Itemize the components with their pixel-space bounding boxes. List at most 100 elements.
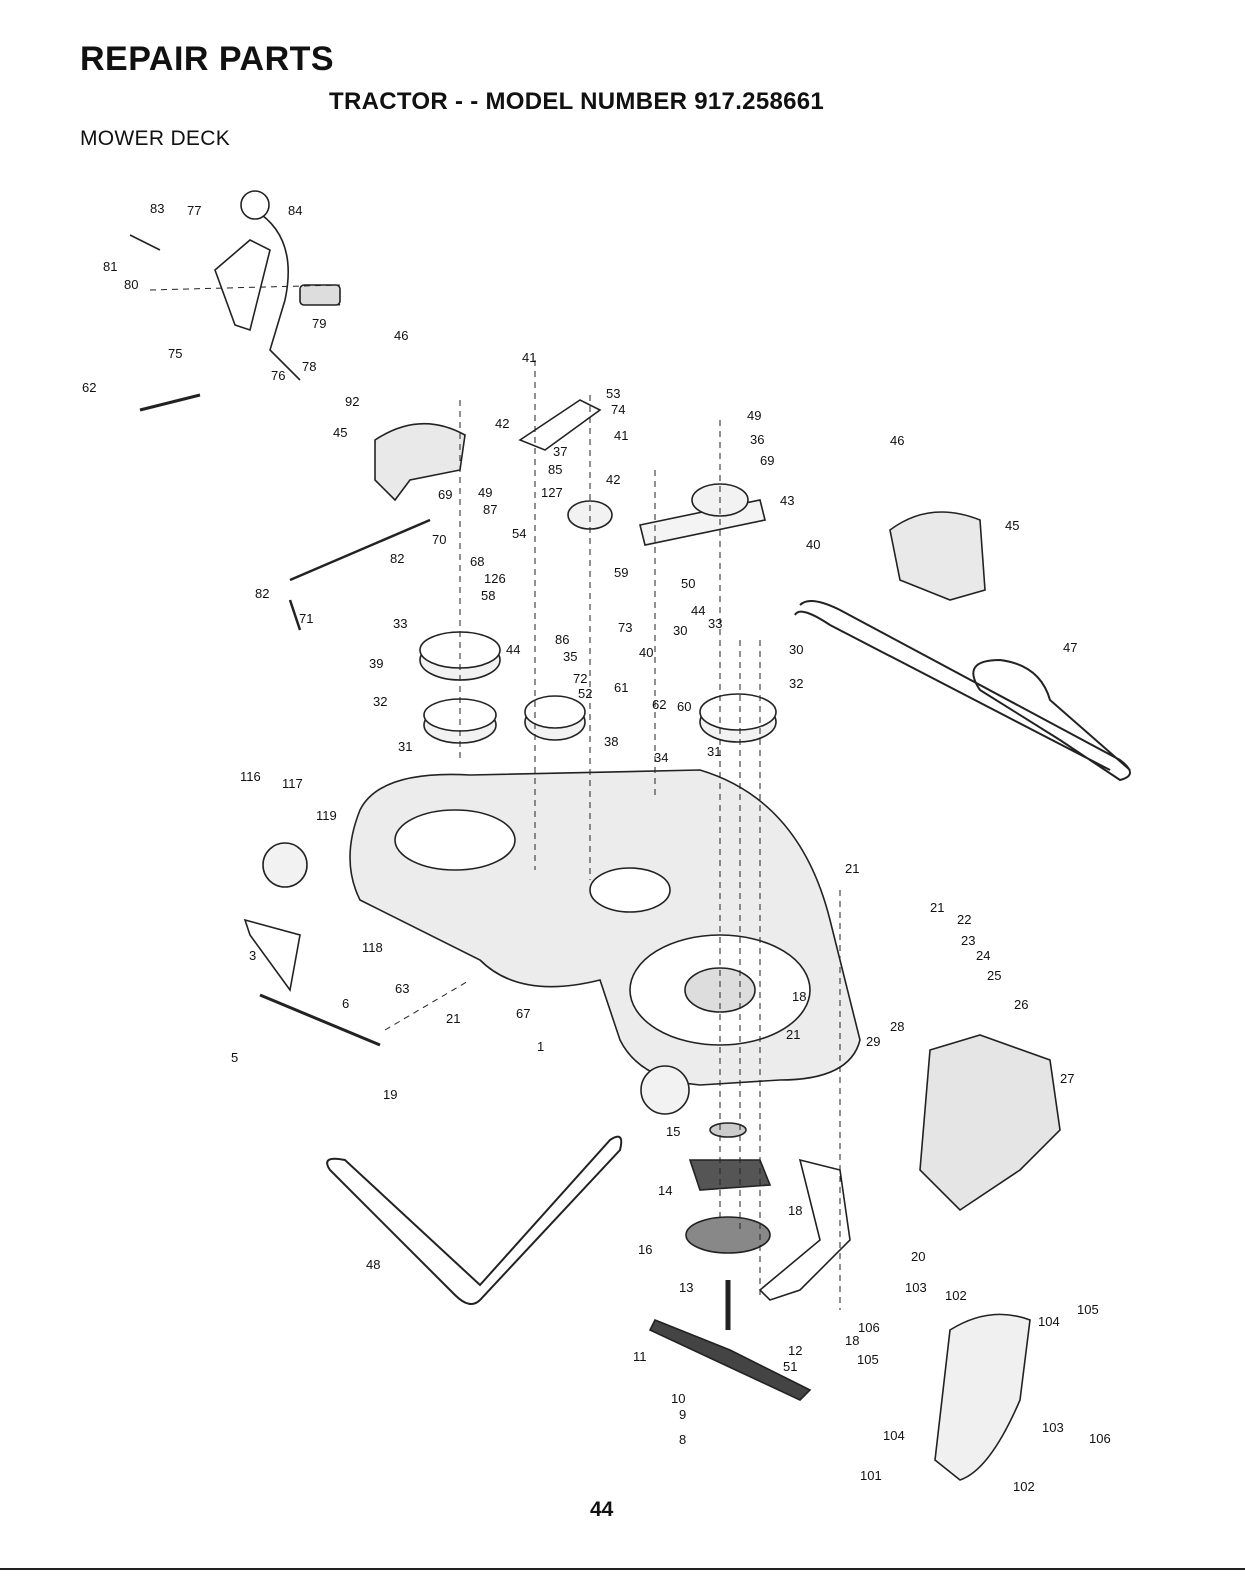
callout-35: 35 (563, 649, 577, 664)
callout-9: 9 (679, 1407, 686, 1422)
callout-126: 126 (484, 571, 506, 586)
callout-24: 24 (976, 948, 990, 963)
callout-127: 127 (541, 485, 563, 500)
bottom-rule (0, 1568, 1245, 1570)
callout-75: 75 (168, 346, 182, 361)
callout-83: 83 (150, 201, 164, 216)
callout-29: 29 (866, 1034, 880, 1049)
callout-60: 60 (677, 699, 691, 714)
callout-102: 102 (1013, 1479, 1035, 1494)
callout-104: 104 (883, 1428, 905, 1443)
callout-74: 74 (611, 402, 625, 417)
callout-20: 20 (911, 1249, 925, 1264)
callout-68: 68 (470, 554, 484, 569)
callout-43: 43 (780, 493, 794, 508)
callout-58: 58 (481, 588, 495, 603)
callout-32: 32 (789, 676, 803, 691)
callout-11: 11 (633, 1349, 647, 1364)
callout-52: 52 (578, 686, 592, 701)
callout-30: 30 (673, 623, 687, 638)
callout-23: 23 (961, 933, 975, 948)
callout-10: 10 (671, 1391, 685, 1406)
callout-21: 21 (446, 1011, 460, 1026)
callout-69: 69 (760, 453, 774, 468)
callout-81: 81 (103, 259, 117, 274)
callout-21: 21 (930, 900, 944, 915)
callout-32: 32 (373, 694, 387, 709)
callout-103: 103 (1042, 1420, 1064, 1435)
callout-26: 26 (1014, 997, 1028, 1012)
callout-79: 79 (312, 316, 326, 331)
callout-63: 63 (395, 981, 409, 996)
callout-69: 69 (438, 487, 452, 502)
callout-103: 103 (905, 1280, 927, 1295)
callout-18: 18 (845, 1333, 859, 1348)
callout-49: 49 (747, 408, 761, 423)
callout-46: 46 (394, 328, 408, 343)
callout-106: 106 (1089, 1431, 1111, 1446)
callout-59: 59 (614, 565, 628, 580)
callout-18: 18 (792, 989, 806, 1004)
callout-40: 40 (639, 645, 653, 660)
callout-77: 77 (187, 203, 201, 218)
callout-46: 46 (890, 433, 904, 448)
callout-73: 73 (618, 620, 632, 635)
callout-13: 13 (679, 1280, 693, 1295)
callout-104: 104 (1038, 1314, 1060, 1329)
callout-87: 87 (483, 502, 497, 517)
callout-62: 62 (652, 697, 666, 712)
callout-105: 105 (1077, 1302, 1099, 1317)
callout-53: 53 (606, 386, 620, 401)
callout-67: 67 (516, 1006, 530, 1021)
callout-5: 5 (231, 1050, 238, 1065)
callout-117: 117 (282, 776, 303, 791)
callout-18: 18 (788, 1203, 802, 1218)
callout-40: 40 (806, 537, 820, 552)
callout-49: 49 (478, 485, 492, 500)
callout-105: 105 (857, 1352, 879, 1367)
callout-119: 119 (316, 808, 337, 823)
callout-16: 16 (638, 1242, 652, 1257)
callout-42: 42 (606, 472, 620, 487)
callout-44: 44 (506, 642, 520, 657)
callout-41: 41 (614, 428, 628, 443)
callout-70: 70 (432, 532, 446, 547)
callout-28: 28 (890, 1019, 904, 1034)
callout-39: 39 (369, 656, 383, 671)
callout-25: 25 (987, 968, 1001, 983)
callout-54: 54 (512, 526, 526, 541)
page-number: 44 (590, 1498, 614, 1521)
callout-21: 21 (845, 861, 859, 876)
callout-31: 31 (398, 739, 412, 754)
callout-19: 19 (383, 1087, 397, 1102)
callout-80: 80 (124, 277, 138, 292)
callout-61: 61 (614, 680, 628, 695)
callout-78: 78 (302, 359, 316, 374)
callout-62: 62 (82, 380, 96, 395)
callout-33: 33 (393, 616, 407, 631)
callout-50: 50 (681, 576, 695, 591)
callout-47: 47 (1063, 640, 1077, 655)
callout-38: 38 (604, 734, 618, 749)
callout-44: 44 (691, 603, 705, 618)
callout-45: 45 (333, 425, 347, 440)
callout-12: 12 (788, 1343, 802, 1358)
callout-118: 118 (362, 940, 383, 955)
callout-51: 51 (783, 1359, 797, 1374)
callout-15: 15 (666, 1124, 680, 1139)
callout-22: 22 (957, 912, 971, 927)
callout-45: 45 (1005, 518, 1019, 533)
callout-1: 1 (537, 1039, 544, 1054)
callout-82: 82 (390, 551, 404, 566)
callout-8: 8 (679, 1432, 686, 1447)
callout-3: 3 (249, 948, 256, 963)
callout-71: 71 (299, 611, 313, 626)
callout-48: 48 (366, 1257, 380, 1272)
callout-31: 31 (707, 744, 721, 759)
callout-106: 106 (858, 1320, 880, 1335)
page-title: REPAIR PARTS (80, 40, 335, 78)
callout-42: 42 (495, 416, 509, 431)
callout-86: 86 (555, 632, 569, 647)
